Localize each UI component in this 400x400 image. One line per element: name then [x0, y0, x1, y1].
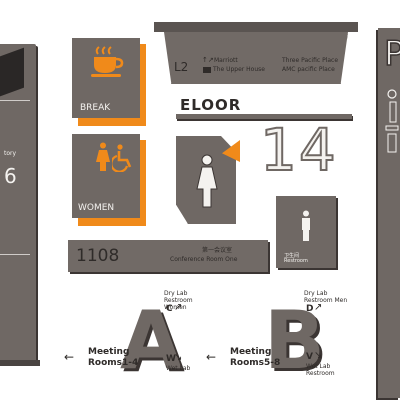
room-chinese: 第一会议室 [202, 247, 233, 254]
kiosk-fragment-2: 6 [4, 164, 17, 188]
b-top-letter: D [306, 304, 314, 314]
overhead-left-arrow-icon: ↑↗ [202, 56, 214, 64]
b-bottom-line2: Restroom [306, 370, 335, 377]
kiosk-divider [0, 100, 30, 101]
a-meeting-2: Rooms1-4 [88, 358, 139, 368]
overhead-sign: L2 ↑↗ Marriott The Upper House Three Pac… [150, 22, 362, 88]
a-meeting-1: Meeting [88, 347, 130, 357]
break-sign: BREAK [72, 38, 146, 126]
coffee-cup-icon [90, 46, 126, 78]
level-label: L2 [174, 60, 189, 74]
floor-sign: ELOOR 14 [176, 96, 356, 196]
wheelchair-icon [110, 144, 136, 173]
b-bottom-letter: V [306, 352, 313, 362]
wayfinding-b: B Dry Lab Restroom Men D ↗ V ↘ Wet Lab R… [200, 290, 350, 400]
right-pylon-body [378, 28, 400, 398]
pylon-letter: P [383, 33, 400, 75]
wayfinding-a: A Dry Lab Restroom Women C ↗ W ↘ Wet Lab… [60, 290, 200, 400]
man-icon [300, 210, 312, 242]
a-top-line2: Restroom Women [164, 297, 193, 311]
room-number: 1108 [76, 246, 120, 266]
a-top-arrow-icon: ↗ [174, 302, 183, 313]
a-bottom-letter: W [166, 354, 176, 364]
b-meeting-2: Rooms5-8 [230, 358, 281, 368]
floor-number: 14 [259, 116, 338, 184]
kiosk-line [0, 254, 30, 255]
a-bottom-arrow-icon: ↘ [174, 352, 183, 363]
women-restroom-sign [176, 136, 246, 228]
kiosk-fragment-1: tory [4, 150, 17, 157]
women-sign: WOMEN [72, 134, 146, 226]
b-top-line1: Dry Lab [304, 290, 328, 297]
woman-icon [96, 142, 110, 172]
room-english: Conference Room One [170, 256, 238, 263]
a-bottom-line: Wet Lab [166, 365, 191, 372]
b-top-line2: Restroom Men [304, 297, 348, 304]
b-meeting-1: Meeting [230, 347, 272, 357]
floor-label: ELOOR [180, 96, 242, 114]
room-sign-panel [68, 240, 268, 272]
floor-bar [176, 114, 352, 119]
overhead-sign-panel [164, 32, 348, 84]
left-kiosk: tory 6 [0, 44, 42, 366]
overhead-left-square [203, 67, 211, 73]
right-pylon: P [374, 28, 400, 400]
women-sign-panel [72, 134, 140, 218]
break-sign-panel [72, 38, 140, 118]
overhead-left-line2: The Upper House [213, 66, 265, 73]
overhead-sign-top-bar [154, 22, 358, 32]
kiosk-body [0, 44, 36, 360]
a-top-line1: Dry Lab [164, 290, 188, 297]
overhead-left-line1: Marriott [214, 57, 238, 64]
woman-silhouette-icon [196, 154, 218, 208]
b-left-arrow-icon: ← [206, 350, 217, 364]
break-label: BREAK [80, 103, 111, 113]
b-bottom-arrow-icon: ↘ [314, 350, 323, 361]
overhead-right-line1: Three Pacific Place [282, 57, 339, 64]
a-left-arrow-icon: ← [64, 350, 75, 364]
kiosk-base [0, 360, 40, 366]
pylon-person-icon [384, 88, 400, 154]
overhead-right-line2: AMC pacific Place [282, 66, 335, 73]
b-bottom-line1: Wet Lab [306, 363, 331, 370]
a-top-letter: C [166, 304, 173, 314]
restroom-small-sign: 卫生间 Restroom [276, 196, 340, 272]
letter-a: A [120, 294, 182, 387]
restroom-small-english: Restroom [284, 258, 308, 264]
room-sign: 1108 第一会议室 Conference Room One [68, 240, 272, 276]
women-label: WOMEN [78, 203, 115, 213]
letter-b: B [264, 294, 325, 387]
b-top-arrow-icon: ↗ [314, 302, 323, 313]
restroom-small-chinese: 卫生间 [284, 253, 300, 259]
